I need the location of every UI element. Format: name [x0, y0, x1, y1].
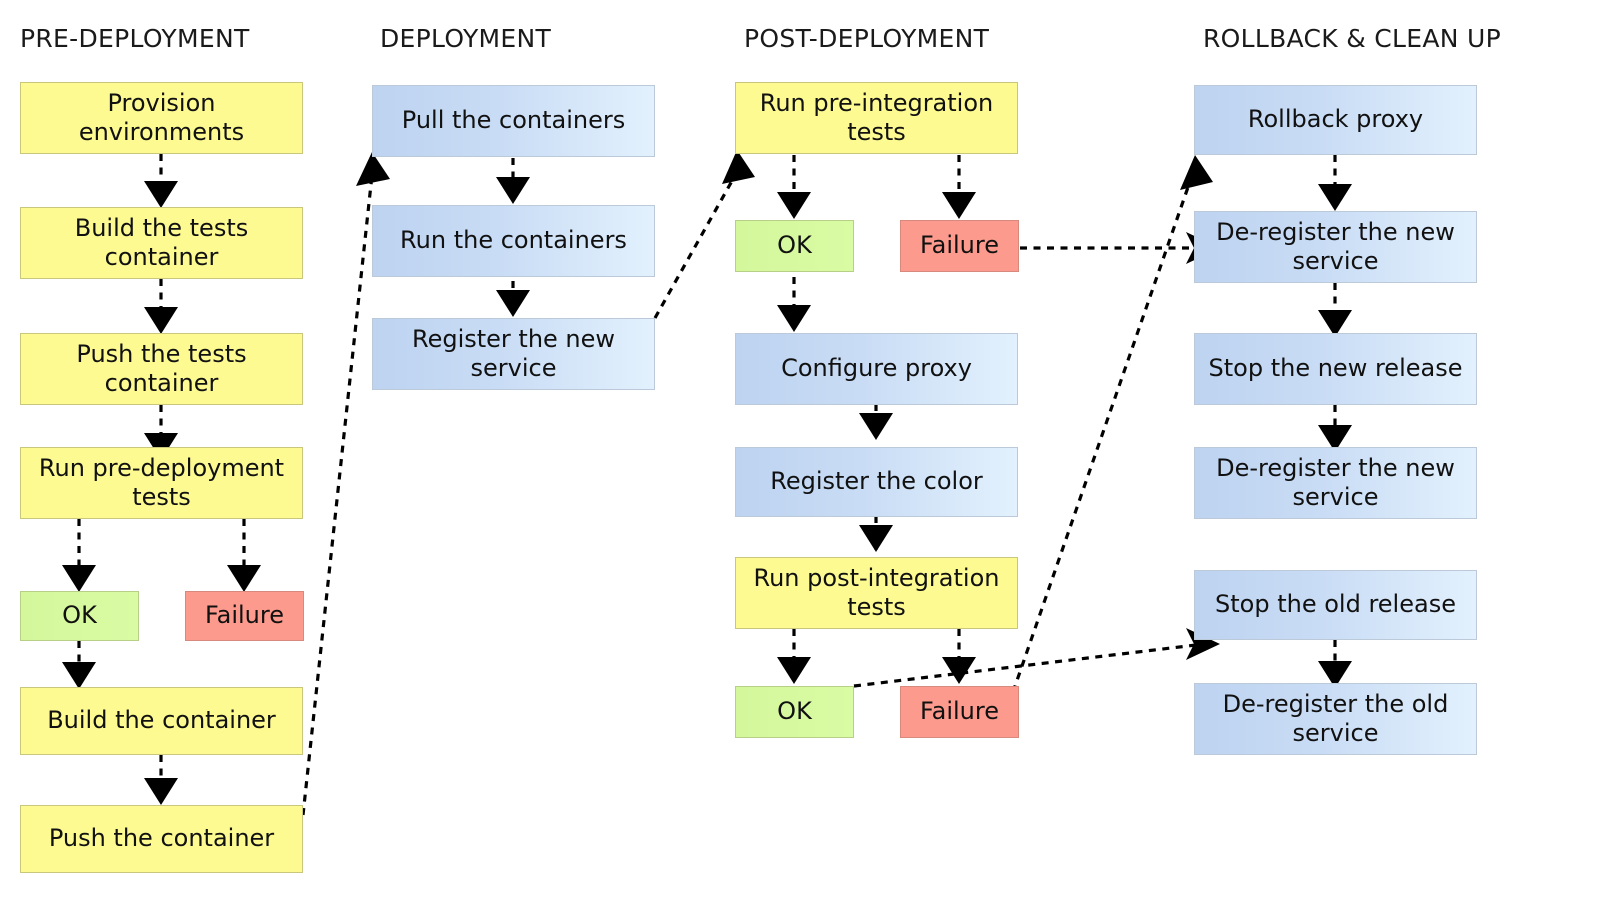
node-de-register-the-new-service-1[interactable]: De-register the new service — [1194, 211, 1477, 283]
arrowhead-down — [144, 307, 178, 334]
node-build-the-tests-container[interactable]: Build the tests container — [20, 207, 303, 279]
node-build-the-container[interactable]: Build the container — [20, 687, 303, 755]
edge-register-new-service-to-run-pre-integration — [653, 171, 739, 319]
node-provision-environments[interactable]: Provision environments — [20, 82, 303, 154]
node-label: Configure proxy — [781, 354, 972, 383]
arrowhead-down — [227, 565, 261, 592]
node-label: Rollback proxy — [1247, 105, 1424, 134]
node-label: Build the container — [47, 706, 276, 735]
node-label: Stop the new release — [1208, 354, 1463, 383]
arrowhead-up — [1180, 155, 1213, 190]
column-header-post-deployment: POST-DEPLOYMENT — [744, 24, 990, 53]
node-pre-deployment-ok[interactable]: OK — [20, 591, 139, 641]
node-stop-the-new-release[interactable]: Stop the new release — [1194, 333, 1477, 405]
edge-post-ok2-to-stop-old-release — [853, 643, 1197, 688]
arrowhead-down — [942, 657, 976, 684]
node-label: Failure — [205, 601, 284, 630]
node-label: De-register the new service — [1216, 217, 1455, 275]
node-post-deployment-ok-1[interactable]: OK — [735, 220, 854, 272]
node-label: Run post-integration tests — [753, 563, 1000, 621]
node-label: Push the container — [48, 824, 275, 853]
column-header-pre-deployment: PRE-DEPLOYMENT — [20, 24, 250, 53]
arrowhead-down — [777, 657, 811, 684]
node-label: Register the new service — [411, 324, 616, 382]
arrowhead-down — [859, 525, 893, 552]
arrowhead-down — [1318, 184, 1352, 211]
node-run-post-integration-tests[interactable]: Run post-integration tests — [735, 557, 1018, 629]
arrowhead-down — [496, 177, 530, 204]
node-label: Stop the old release — [1215, 590, 1456, 619]
node-pull-the-containers[interactable]: Pull the containers — [372, 85, 655, 157]
arrowhead-up — [356, 152, 390, 186]
edge-post-failure2-to-rollback-proxy — [1011, 166, 1197, 693]
node-label: Failure — [920, 231, 999, 260]
node-label: OK — [777, 231, 812, 260]
node-de-register-the-new-service-2[interactable]: De-register the new service — [1194, 447, 1477, 519]
arrowhead-down — [777, 192, 811, 219]
node-de-register-the-old-service[interactable]: De-register the old service — [1194, 683, 1477, 755]
arrowhead-down — [942, 192, 976, 219]
node-label: Run pre-deployment tests — [38, 453, 285, 511]
arrowhead-down — [144, 778, 178, 805]
node-post-deployment-failure-2[interactable]: Failure — [900, 686, 1019, 738]
node-label: OK — [777, 697, 812, 726]
node-label: Run the containers — [400, 226, 627, 255]
node-run-pre-deployment-tests[interactable]: Run pre-deployment tests — [20, 447, 303, 519]
node-run-pre-integration-tests[interactable]: Run pre-integration tests — [735, 82, 1018, 154]
node-label: Register the color — [770, 467, 983, 496]
node-rollback-proxy[interactable]: Rollback proxy — [1194, 85, 1477, 155]
node-label: Pull the containers — [401, 106, 626, 135]
arrowhead-down — [144, 181, 178, 208]
edge-push-container-to-pull-containers — [301, 174, 374, 816]
node-push-the-container[interactable]: Push the container — [20, 805, 303, 873]
arrowhead-up — [722, 150, 755, 184]
node-label: Build the tests container — [74, 213, 249, 271]
node-register-the-color[interactable]: Register the color — [735, 447, 1018, 517]
node-label: De-register the old service — [1222, 689, 1449, 747]
node-post-deployment-ok-2[interactable]: OK — [735, 686, 854, 738]
node-run-the-containers[interactable]: Run the containers — [372, 205, 655, 277]
column-header-deployment: DEPLOYMENT — [380, 24, 552, 53]
node-post-deployment-failure-1[interactable]: Failure — [900, 220, 1019, 272]
arrowhead-down — [496, 290, 530, 317]
node-push-the-tests-container[interactable]: Push the tests container — [20, 333, 303, 405]
arrowhead-down — [777, 305, 811, 332]
node-label: Provision environments — [78, 88, 245, 146]
arrowhead-down — [62, 662, 96, 689]
node-label: Push the tests container — [76, 339, 247, 397]
node-register-the-new-service[interactable]: Register the new service — [372, 318, 655, 390]
node-label: OK — [62, 601, 97, 630]
node-label: Run pre-integration tests — [759, 88, 994, 146]
arrowhead-down — [62, 565, 96, 592]
node-pre-deployment-failure[interactable]: Failure — [185, 591, 304, 641]
node-label: De-register the new service — [1216, 453, 1455, 511]
node-label: Failure — [920, 697, 999, 726]
column-header-rollback-clean-up: ROLLBACK & CLEAN UP — [1203, 24, 1501, 53]
node-configure-proxy[interactable]: Configure proxy — [735, 333, 1018, 405]
node-stop-the-old-release[interactable]: Stop the old release — [1194, 570, 1477, 640]
arrowhead-down — [859, 413, 893, 440]
